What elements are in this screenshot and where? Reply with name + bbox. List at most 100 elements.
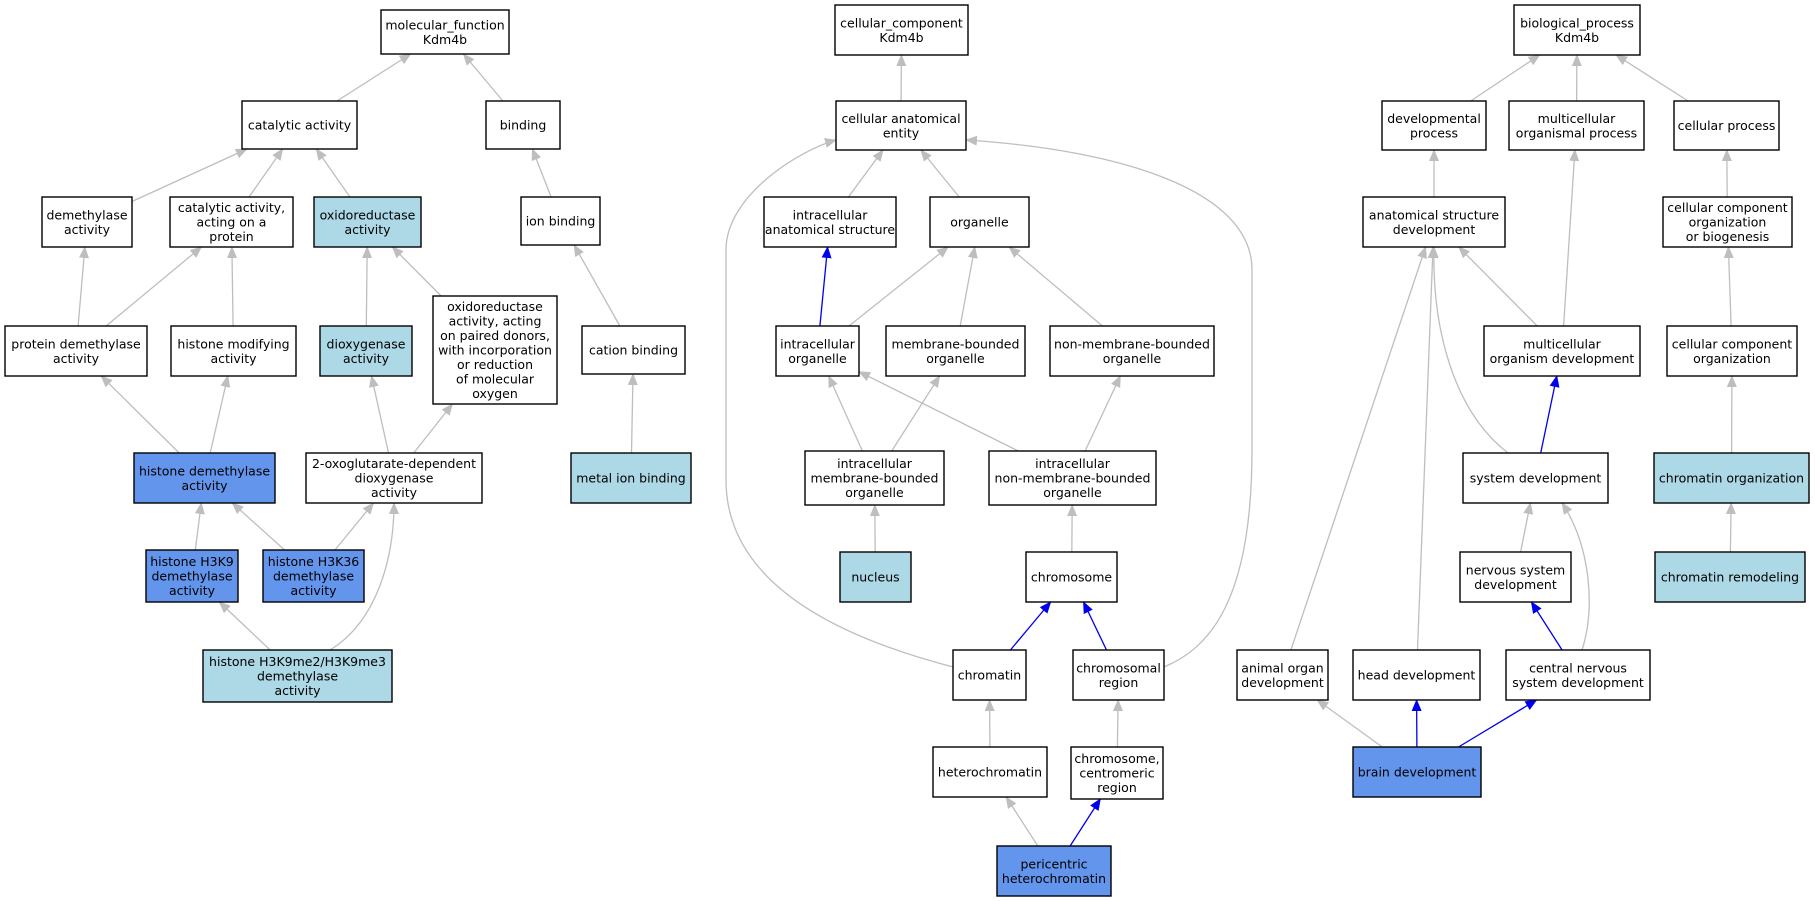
node-nucleus[interactable]: nucleus (839, 551, 912, 603)
edge-line (100, 375, 180, 454)
edge-line (1290, 246, 1427, 651)
node-label-line: region (1099, 675, 1139, 690)
edge-line (391, 246, 442, 297)
node-heterochromatin[interactable]: heterochromatin (932, 746, 1048, 798)
node-cell-process[interactable]: cellular process (1673, 100, 1780, 151)
node-catalytic[interactable]: catalytic activity (241, 100, 358, 150)
node-label-line: membrane-bounded (811, 471, 939, 486)
node-metal-ion[interactable]: metal ion binding (570, 452, 692, 504)
node-oxoglutarate[interactable]: 2-oxoglutarate-dependentdioxygenaseactiv… (305, 452, 483, 504)
edge-line (819, 246, 832, 327)
node-label-line: multicellular (1538, 111, 1617, 126)
node-label-line: region (1097, 780, 1137, 795)
node-h3k9me[interactable]: histone H3K9me2/H3K9me3demethylaseactivi… (202, 649, 393, 703)
edge-line (847, 149, 884, 198)
node-label-line: central nervous (1529, 660, 1627, 675)
node-binding[interactable]: binding (485, 100, 561, 150)
edge-line (891, 375, 941, 452)
node-box (581, 325, 686, 375)
node-chromosome[interactable]: chromosome (1025, 551, 1118, 603)
node-label-line: acting on a (197, 215, 267, 230)
edge-line (1008, 246, 1103, 327)
node-box (1508, 100, 1645, 151)
node-label-line: chromosomal (1076, 660, 1161, 675)
node-box (835, 100, 967, 151)
node-label-line: demethylase (273, 569, 354, 584)
node-label-line: organelle (950, 215, 1009, 230)
node-box (170, 325, 297, 377)
node-label-line: demethylase (46, 207, 127, 222)
node-box (1662, 196, 1793, 248)
edge-line (725, 138, 954, 668)
edge-line (573, 244, 621, 327)
node-cation-binding[interactable]: cation binding (581, 325, 686, 375)
edge-line (1084, 375, 1121, 452)
node-sys-dev[interactable]: system development (1462, 452, 1609, 504)
node-box (1236, 649, 1329, 701)
edge-line (959, 246, 978, 327)
node-label-line: heterochromatin (1002, 871, 1106, 886)
node-box (169, 196, 294, 248)
node-label-line: organelle (788, 351, 847, 366)
node-label-line: organelle (1043, 485, 1102, 500)
node-label-line: organization (1689, 215, 1767, 230)
edge-line (334, 502, 375, 551)
node-inmbo[interactable]: intracellularnon-membrane-boundedorganel… (988, 450, 1157, 506)
node-label-line: heterochromatin (938, 765, 1042, 780)
edge-histone_modifying-to-cat_protein (227, 246, 238, 327)
edge-line (329, 502, 399, 651)
edge-brain_dev-to-aod (1316, 699, 1383, 748)
node-brain-dev[interactable]: brain development (1352, 746, 1482, 798)
node-box (1459, 551, 1572, 603)
edge-chromatin-to-chromosome (1009, 601, 1052, 651)
node-label-line: activity (169, 583, 216, 598)
node-chromatin[interactable]: chromatin (952, 649, 1027, 701)
edge-pericentric-to-heterochromatin (1005, 796, 1039, 847)
node-ion-binding[interactable]: ion binding (520, 196, 601, 246)
edge-line (368, 375, 390, 454)
node-label-line: activity (290, 583, 337, 598)
edge-h3k36-to-oxoglutarate (334, 502, 375, 551)
edge-cnsd-to-sys_dev (1561, 502, 1590, 651)
node-chrom-org[interactable]: chromatin organization (1653, 452, 1810, 504)
edge-line (1005, 796, 1039, 847)
node-box (432, 295, 558, 405)
node-organelle[interactable]: organelle (929, 196, 1030, 248)
node-chrom-remod[interactable]: chromatin remodeling (1654, 551, 1806, 603)
node-head-dev[interactable]: head development (1352, 649, 1481, 701)
node-label-line: system development (1470, 471, 1602, 486)
node-label-line: activity (274, 683, 321, 698)
